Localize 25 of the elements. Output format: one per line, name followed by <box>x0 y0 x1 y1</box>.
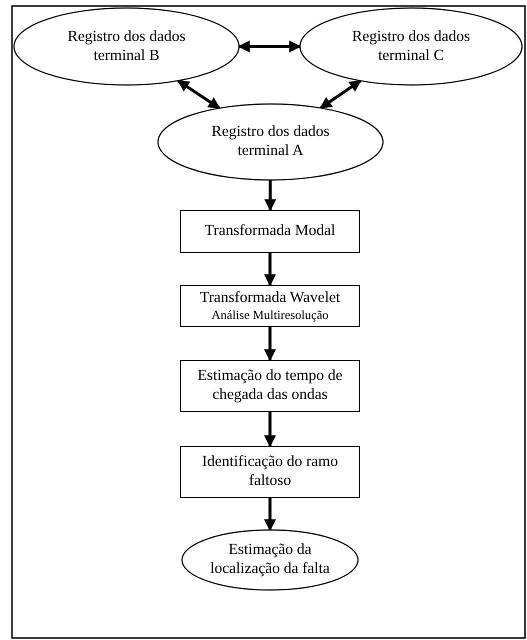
ellipse-node <box>182 530 358 590</box>
arrow <box>320 80 362 110</box>
arrow <box>238 40 302 52</box>
node-text: Registro dos dados terminal A <box>210 123 330 161</box>
node-text: Registro dos dados terminal C <box>351 28 471 66</box>
node-text: Registro dos dados terminal B <box>66 28 186 66</box>
node-text: Identificação do ramo faltoso <box>201 453 339 491</box>
subtitle-text: Análise Multiresolução <box>210 308 330 323</box>
node-text: Transformada Wavelet <box>198 289 342 308</box>
arrow <box>264 412 276 448</box>
ellipse-node <box>300 8 522 85</box>
arrow <box>177 79 220 110</box>
node-text: Estimação da localização da falta <box>209 541 331 579</box>
node-text: Transformada Modal <box>204 222 336 241</box>
node-text: Estimação do tempo de chegada das ondas <box>196 367 344 405</box>
process-box <box>180 285 360 327</box>
arrow <box>264 498 276 532</box>
arrow <box>264 253 276 286</box>
process-box <box>180 446 360 498</box>
arrow <box>264 327 276 362</box>
process-box <box>180 360 360 412</box>
ellipse-node <box>158 104 383 180</box>
process-box <box>180 210 360 253</box>
arrow <box>264 180 276 212</box>
ellipse-node <box>14 8 239 85</box>
